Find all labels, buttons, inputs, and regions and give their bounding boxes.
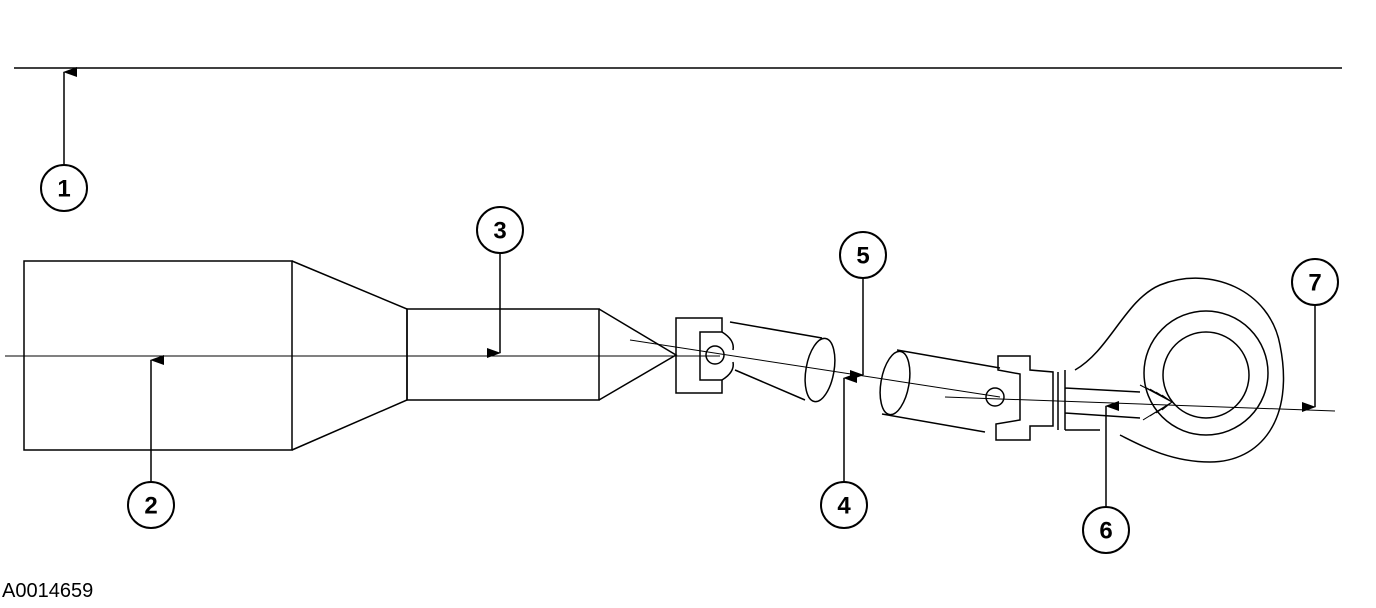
callout-5: 5 [839,231,887,279]
rear-u-joint-yoke [995,355,1054,441]
pinion-shaft [1064,370,1141,431]
engine-block [23,260,293,451]
front-u-joint-cap [705,345,725,365]
ring-gear-outer [1143,310,1269,436]
transmission-tailshaft [598,308,678,401]
callout-5-label: 5 [856,243,869,270]
callout-3-label: 3 [493,218,506,245]
callout-3: 3 [476,206,524,254]
callout-2: 2 [127,481,175,529]
rear-u-joint-cap [985,387,1005,407]
callout-6: 6 [1082,506,1130,554]
driveshaft-centerline [629,339,1001,398]
callout-7-label: 7 [1308,270,1321,297]
callout-1-label: 1 [57,176,70,203]
front-yoke-detail [721,331,735,381]
driveshaft-front-tube [729,321,823,401]
driveshaft-rear-end [879,350,911,416]
callout-2-label: 2 [144,493,157,520]
callout-7: 7 [1291,258,1339,306]
callout-1: 1 [40,164,88,212]
transmission [406,308,600,401]
pinion-gear [1139,384,1174,421]
differential-housing [1074,277,1285,463]
ring-gear-inner [1162,331,1250,419]
front-u-joint-yoke [675,317,723,394]
callout-6-label: 6 [1099,518,1112,545]
pinion-shaft-centerline [944,396,1336,412]
callout-4: 4 [820,481,868,529]
driveshaft-front-end [804,337,836,403]
callout-4-label: 4 [837,493,851,520]
driveshaft-rear-tube [881,349,1001,433]
figure-id: A0014659 [2,580,94,602]
